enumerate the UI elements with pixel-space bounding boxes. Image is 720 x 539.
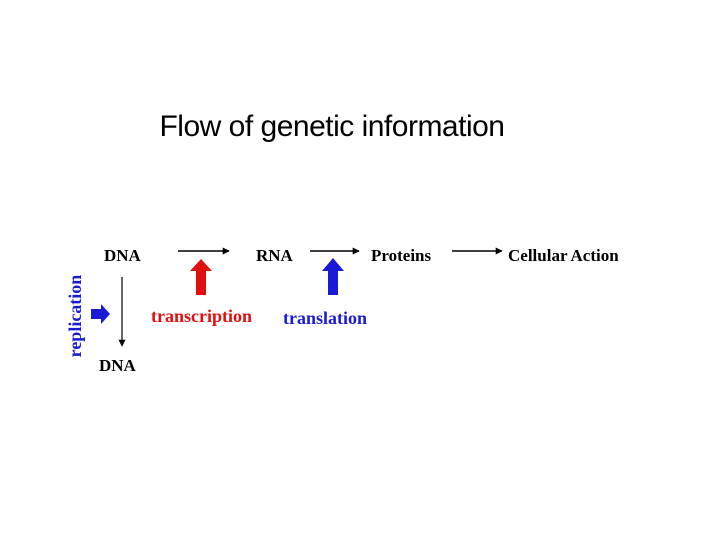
node-dna-bottom: DNA xyxy=(99,356,136,375)
translation-label: translation xyxy=(283,308,368,328)
node-dna-top: DNA xyxy=(104,246,141,265)
diagram-title: Flow of genetic information xyxy=(159,110,505,143)
node-cellular-action: Cellular Action xyxy=(508,246,619,265)
translation-up-arrow xyxy=(322,258,344,295)
replication-right-arrow xyxy=(91,304,110,324)
transcription-label: transcription xyxy=(151,306,252,326)
node-rna: RNA xyxy=(256,246,293,265)
node-proteins: Proteins xyxy=(371,246,432,265)
transcription-up-arrow xyxy=(190,259,212,295)
